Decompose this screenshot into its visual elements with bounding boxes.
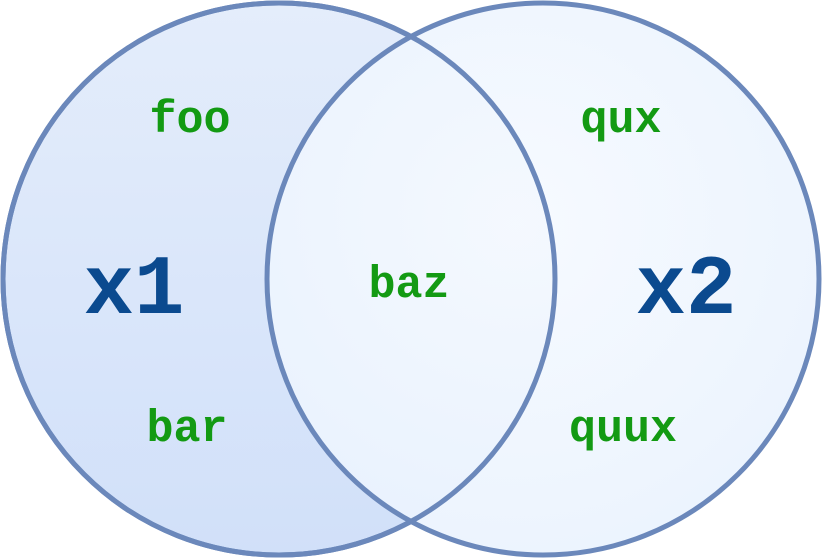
element-label-baz: baz <box>368 260 449 311</box>
set-x2-circle <box>264 0 822 558</box>
element-label-bar: bar <box>146 404 227 455</box>
element-label-foo: foo <box>149 95 230 146</box>
set-x1-outline <box>0 0 558 558</box>
element-label-quux: quux <box>569 404 677 455</box>
element-label-qux: qux <box>580 95 661 146</box>
set-label-x1: x1 <box>84 244 185 339</box>
set-label-x2: x2 <box>636 244 737 339</box>
